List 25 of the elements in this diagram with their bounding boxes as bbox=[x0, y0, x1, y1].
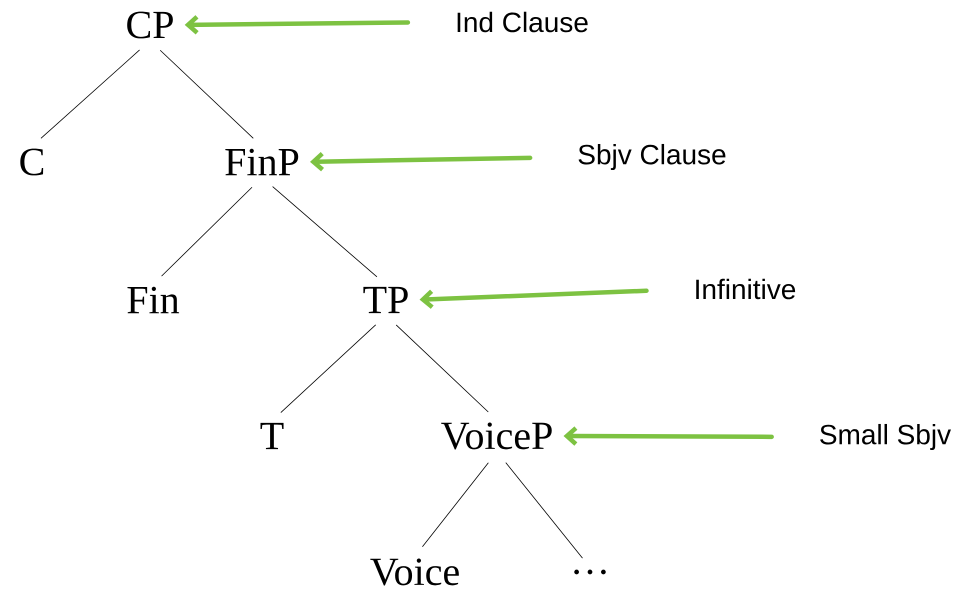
arrow bbox=[184, 15, 410, 34]
tree-branch bbox=[505, 462, 583, 558]
tree-branch bbox=[161, 186, 252, 277]
arrow bbox=[564, 426, 774, 446]
tree-branch bbox=[272, 186, 378, 278]
tree-branch bbox=[422, 462, 489, 548]
tree-node-label: CP bbox=[127, 12, 173, 38]
tree-branch bbox=[396, 324, 489, 412]
arrow bbox=[420, 288, 649, 309]
clause-type-label: Small Sbjv bbox=[820, 424, 951, 450]
tree-node-label: T bbox=[260, 422, 284, 450]
tree-node-label: … bbox=[574, 570, 606, 574]
tree-branch bbox=[160, 50, 254, 139]
tree-node-label: VoiceP bbox=[441, 422, 552, 450]
tree-node-label: FinP bbox=[225, 148, 298, 176]
tree-branch bbox=[40, 50, 140, 139]
tree-branch bbox=[280, 324, 376, 413]
tree-node-label: C bbox=[20, 148, 44, 176]
arrow bbox=[310, 152, 532, 172]
clause-type-label: Sbjv Clause bbox=[578, 144, 726, 170]
tree-node-label: Voice bbox=[370, 558, 459, 586]
clause-type-label: Infinitive bbox=[696, 278, 796, 300]
clause-type-label: Ind Clause bbox=[458, 12, 588, 32]
tree-node-label: Fin bbox=[127, 286, 180, 314]
tree-node-label: TP bbox=[363, 286, 408, 314]
